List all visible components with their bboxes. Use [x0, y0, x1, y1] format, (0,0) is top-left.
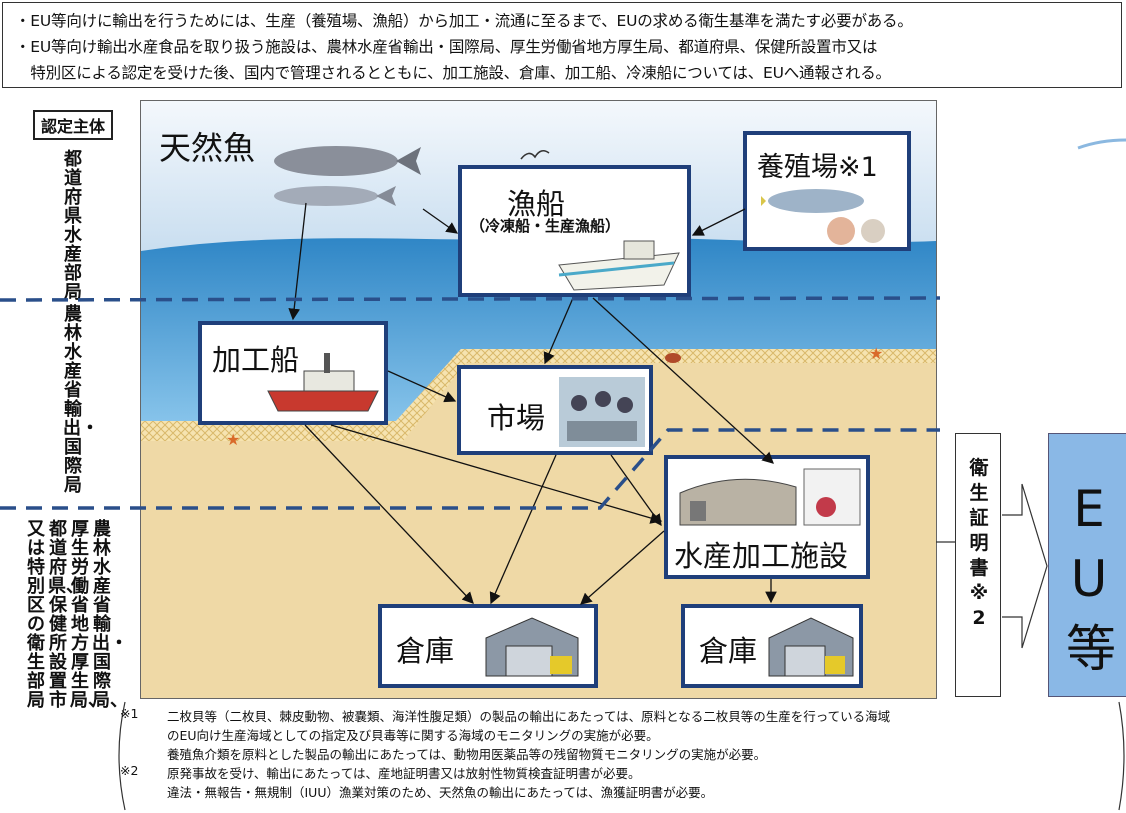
processing-facility-node: 水産加工施設 [664, 455, 870, 579]
arrow-facility-to-warehouse-1 [580, 530, 665, 605]
authority-maff-export: 農林水産省輸出・国際局 [63, 304, 99, 496]
supply-chain-scene: ★ ★ 天然魚 漁船 （冷凍船・生産漁船） 養殖場※1 加工船 [140, 100, 937, 699]
boundary-line-lower [0, 428, 940, 510]
header-note-1: ・EU等向けに輸出を行うためには、生産（養殖場、漁船）から加工・流通に至るまで、… [15, 12, 913, 30]
footnote-1-line-3: 養殖魚介類を原料とした製品の輸出にあたっては、動物用医薬品等の残留物質モニタリン… [167, 747, 767, 762]
footnote-1-mark: ※1 [120, 706, 139, 721]
health-certificate-box: 衛生証明書※2 [955, 433, 1001, 697]
arrow-ship-to-market [387, 370, 457, 403]
fishing-boat-sublabel: （冷凍船・生産漁船） [470, 217, 621, 235]
processing-ship-label: 加工船 [212, 343, 300, 377]
aquaculture-node: 養殖場※1 [743, 131, 911, 251]
arrow-aquaculture-to-boat [691, 208, 746, 236]
processing-facility-icon [679, 468, 861, 526]
eu-destination-label: EU等 [1066, 480, 1116, 678]
arrow-boat-to-market [543, 297, 574, 365]
eu-destination-box: EU等 [1048, 433, 1126, 697]
market-photo-icon [559, 377, 645, 447]
boundary-line-upper [0, 296, 941, 302]
health-certificate-label: 衛生証明書※2 [969, 457, 989, 629]
footnote-1-line-2: のEU向け生産海域としての指定及び貝毒等に関する海域のモニタリングの実施が必要。 [167, 728, 659, 743]
footnote-2-mark: ※2 [120, 763, 139, 778]
market-label: 市場 [487, 401, 546, 435]
warehouse-node-2: 倉庫 [681, 604, 863, 688]
authority-col-4: 又は特別区の衛生部局 [27, 519, 45, 711]
footnote-2-line-1: 原発事故を受け、輸出にあたっては、産地証明書又は放射性物質検査証明書が必要。 [167, 766, 641, 781]
fishing-boat-label: 漁船 [507, 187, 566, 221]
warehouse-icon-2 [768, 617, 854, 677]
footnotes: ※1 二枚貝等（二枚貝、棘皮動物、被嚢類、海洋性腹足類）の製品の輸出にあたっては… [115, 700, 1126, 813]
market-node: 市場 [457, 365, 653, 455]
header-note-2: ・EU等向け輸出水産食品を取り扱う施設は、農林水産省輸出・国際局、厚生労働省地方… [15, 38, 878, 56]
header-notes-box: ・EU等向けに輸出を行うためには、生産（養殖場、漁船）から加工・流通に至るまで、… [2, 2, 1122, 88]
arrow-ship-to-warehouse [304, 424, 474, 604]
wild-fish-label: 天然魚 [159, 129, 256, 167]
authority-prefecture-fisheries: 都道府県水産部局 [64, 149, 82, 303]
header-note-3: 特別区による認定を受けた後、国内で管理されるとともに、加工施設、倉庫、加工船、冷… [15, 64, 891, 82]
processing-ship-node: 加工船 [198, 321, 388, 425]
certificate-to-eu-arrow [1002, 483, 1048, 649]
arrow-boat-to-facility [592, 297, 774, 464]
warehouse-label-1: 倉庫 [396, 634, 455, 668]
warehouse-icon-1 [485, 617, 579, 677]
wild-fish-icon [274, 146, 421, 206]
authority-col-3: 都道府県、保健所設置市 [48, 519, 84, 711]
flow-arrows [288, 202, 777, 605]
processing-ship-icon [267, 353, 379, 412]
crab-icon [665, 353, 681, 363]
arrow-market-to-warehouse [489, 454, 557, 605]
footnote-1-line-1: 二枚貝等（二枚貝、棘皮動物、被嚢類、海洋性腹足類）の製品の輸出にあたっては、原料… [167, 709, 891, 724]
fishing-boat-node: 漁船 （冷凍船・生産漁船） [458, 165, 691, 297]
footnote-2-line-2: 違法・無報告・無規制（IUU）漁業対策のため、天然魚の輸出にあたっては、漁獲証明… [167, 785, 714, 800]
authority-title: 認定主体 [33, 110, 113, 140]
starfish-icon-2: ★ [226, 430, 240, 449]
starfish-icon: ★ [869, 344, 883, 363]
processing-facility-label: 水産加工施設 [674, 539, 849, 573]
fishing-boat-icon [558, 240, 680, 291]
warehouse-label-2: 倉庫 [699, 634, 758, 668]
fish-and-shellfish-icon [761, 189, 885, 245]
arrow-ship-to-facility [330, 424, 663, 524]
warehouse-node-1: 倉庫 [378, 604, 598, 688]
arrow-market-to-facility [610, 454, 662, 527]
aquaculture-label: 養殖場※1 [757, 152, 878, 183]
arrow-wildfish-to-boat [422, 208, 459, 234]
